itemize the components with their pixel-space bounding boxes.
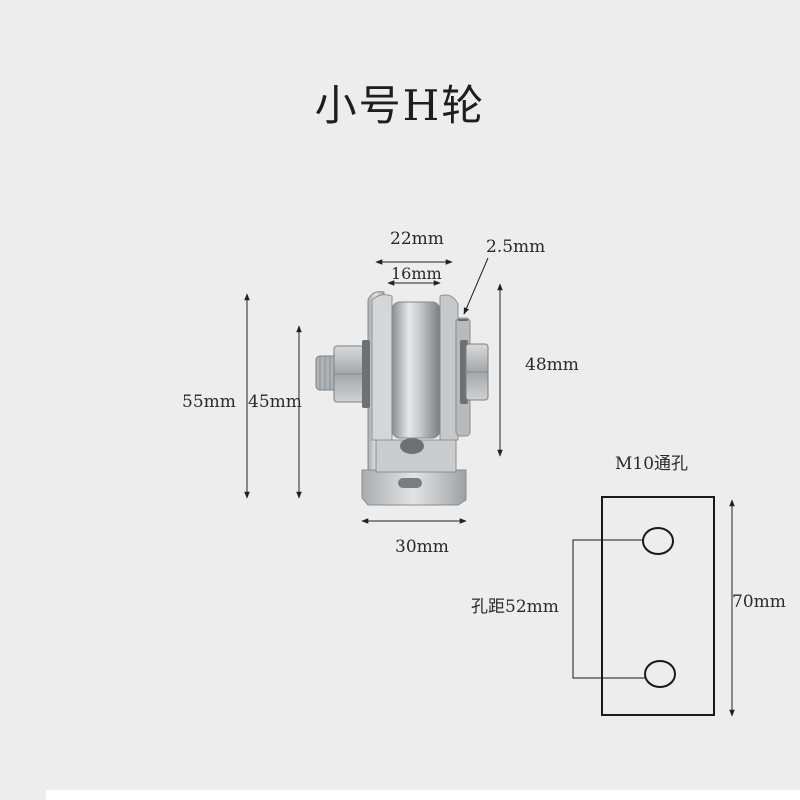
bottom-strip <box>46 790 800 800</box>
flange-right <box>439 294 459 441</box>
dimension-lines <box>244 257 503 524</box>
mounting-plate-drawing <box>572 496 735 717</box>
dim-line-2-5 <box>463 257 489 315</box>
bracket-hole <box>400 438 424 454</box>
label-hole-spacing: 孔距52mm <box>471 597 559 617</box>
label-plate-caption: M10通孔 <box>615 454 689 474</box>
label-right-height: 48mm <box>525 355 579 375</box>
hole-bottom <box>644 660 676 688</box>
base-slot <box>398 478 422 488</box>
hole-top <box>642 527 674 555</box>
wheel-illustration <box>315 291 489 506</box>
label-wheel-height: 45mm <box>248 392 302 412</box>
label-flange-thickness: 2.5mm <box>486 237 546 257</box>
bracket-bottom <box>375 439 457 473</box>
label-inner-width: 16mm <box>391 264 442 283</box>
wheel-groove <box>391 301 441 439</box>
flange-left <box>371 294 393 441</box>
label-base-width: 30mm <box>395 537 449 557</box>
diagram-title: 小号H轮 <box>314 81 486 130</box>
hole-spacing-bracket <box>572 539 645 679</box>
label-plate-height: 70mm <box>732 592 786 612</box>
mounting-plate <box>601 496 715 716</box>
left-washer <box>362 340 370 408</box>
label-outer-width: 22mm <box>390 229 444 249</box>
label-total-height: 55mm <box>182 392 236 412</box>
